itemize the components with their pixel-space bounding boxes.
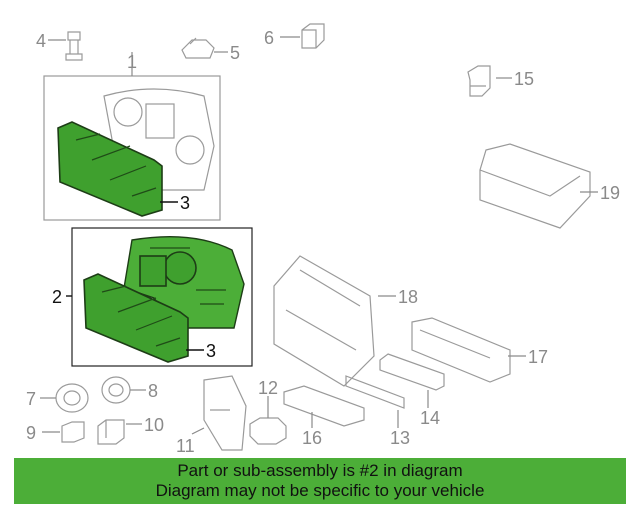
callout-9: 9: [26, 423, 36, 443]
callout-8: 8: [148, 381, 158, 401]
callout-5: 5: [230, 43, 240, 63]
part-3-lens-upper: [57, 121, 163, 217]
part-17-control-module: [411, 317, 526, 383]
callout-17: 17: [528, 347, 548, 367]
notice-line-1: Part or sub-assembly is #2 in diagram: [177, 461, 463, 480]
part-7-knob: [40, 383, 89, 413]
part-10-switch: [97, 419, 142, 445]
part-1-cluster-outline: [103, 88, 215, 191]
callout-10: 10: [144, 415, 164, 435]
callout-1: 1: [127, 52, 137, 72]
callout-11: 11: [176, 436, 195, 456]
callout-13: 13: [390, 428, 410, 448]
callout-18: 18: [398, 287, 418, 307]
callout-6: 6: [264, 28, 274, 48]
part-14-switch-panel: [379, 353, 445, 408]
part-16-trim-panel: [283, 385, 365, 428]
part-4-bolt: [48, 31, 83, 61]
callout-16: 16: [302, 428, 322, 448]
part-5-clip: [181, 37, 228, 59]
diagram-notice-banner: Part or sub-assembly is #2 in diagram Di…: [14, 458, 626, 504]
callout-3-lower: 3: [206, 341, 216, 361]
part-13-trim-strip: [345, 375, 405, 428]
part-12-switch: [249, 396, 287, 445]
callout-15: 15: [514, 69, 534, 89]
part-8-knob: [101, 376, 146, 404]
part-6-cap: [280, 23, 325, 49]
notice-line-2: Diagram may not be specific to your vehi…: [155, 481, 485, 500]
part-19-storage-bin: [479, 143, 598, 229]
callout-2: 2: [52, 287, 62, 307]
part-2-instrument-cluster: [123, 235, 245, 329]
callout-3-upper: 3: [180, 193, 190, 213]
part-9-switch: [42, 421, 85, 443]
callout-14: 14: [420, 408, 440, 428]
exploded-parts-diagram: 4 5 6 15 1: [26, 23, 620, 456]
callout-7: 7: [26, 389, 36, 409]
callout-4: 4: [36, 31, 46, 51]
part-11-side-panel: [191, 375, 247, 451]
assembly-2-frame: [71, 227, 253, 367]
callout-12: 12: [258, 378, 278, 398]
part-3-lens-lower: [83, 273, 189, 363]
part-15-bracket: [467, 65, 512, 97]
callout-19: 19: [600, 183, 620, 203]
part-18-bezel: [273, 255, 396, 387]
